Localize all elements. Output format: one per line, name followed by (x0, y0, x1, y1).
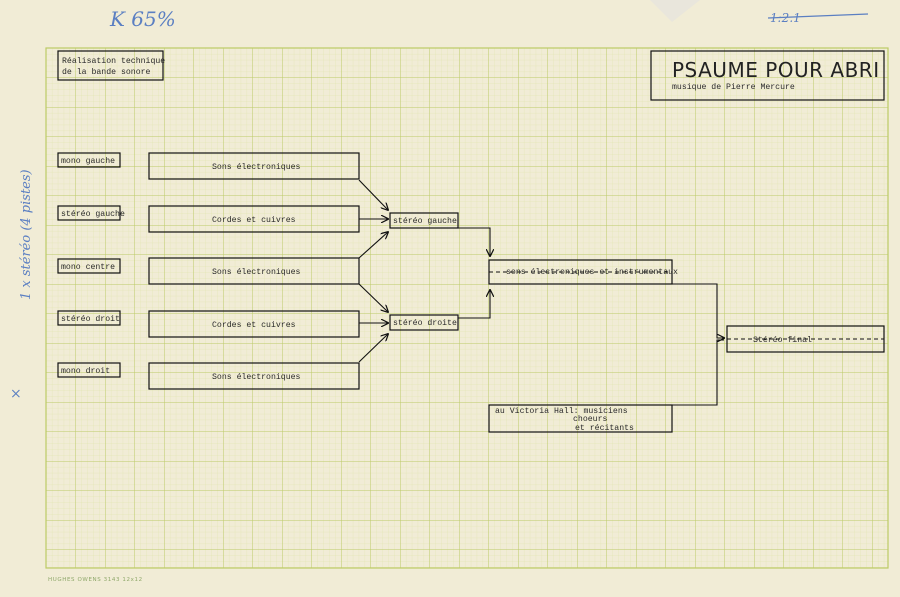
stereo-right-box (389, 314, 459, 331)
final-stereo-label: Stéréo final (753, 335, 812, 345)
channel-label: mono centre (61, 263, 115, 272)
combined-mix-label: sons électroniques et instrumentaux (506, 267, 678, 277)
routing-arrows (358, 179, 724, 406)
top-handwritten-note: K 65% (109, 7, 176, 31)
live-recording-line2: choeurs (573, 414, 607, 424)
source-boxes: Sons électroniques Cordes et cuivres Son… (148, 152, 360, 390)
source-box-label: Sons électroniques (212, 162, 301, 172)
page-title: PSAUME POUR ABRI (672, 58, 880, 82)
stereo-right-label: stéréo droite (393, 318, 457, 328)
live-recording-box (488, 404, 673, 433)
source-box-label: Sons électroniques (212, 267, 301, 277)
live-recording-line3: et récitants (575, 423, 634, 433)
source-box-label: Cordes et cuivres (212, 320, 296, 330)
source-box-label: Cordes et cuivres (212, 215, 296, 225)
tech-label-box (57, 50, 164, 81)
channel-label: stéréo gauche (61, 209, 125, 219)
side-handwritten-note: 1 x stéréo (4 pistes) (19, 169, 34, 300)
source-box-label: Sons électroniques (212, 372, 301, 382)
channel-label: mono gauche (61, 156, 115, 166)
title-box (650, 50, 885, 101)
cross-mark: × (10, 386, 22, 402)
graph-grid (45, 47, 889, 569)
live-recording-line1: au Victoria Hall: musiciens (495, 406, 628, 416)
channel-labels: mono gauche stéréo gauche mono centre st… (57, 152, 125, 378)
channel-label: mono droit (61, 366, 110, 376)
tech-label-line2: de la bande sonore (62, 67, 151, 77)
strike-through-mark (767, 13, 869, 19)
paper-fold-corner (650, 0, 700, 22)
channel-label: stéréo droit (61, 314, 120, 324)
crossed-handwritten-note: 1:2.1 (770, 11, 801, 25)
page-subtitle: musique de Pierre Mercure (672, 82, 795, 92)
paper-imprint: HUGHES OWENS 3143 12x12 (48, 577, 143, 583)
stereo-left-label: stéréo gauche (393, 216, 457, 226)
stereo-left-box (389, 212, 459, 229)
tech-label-line1: Réalisation technique (62, 56, 165, 66)
